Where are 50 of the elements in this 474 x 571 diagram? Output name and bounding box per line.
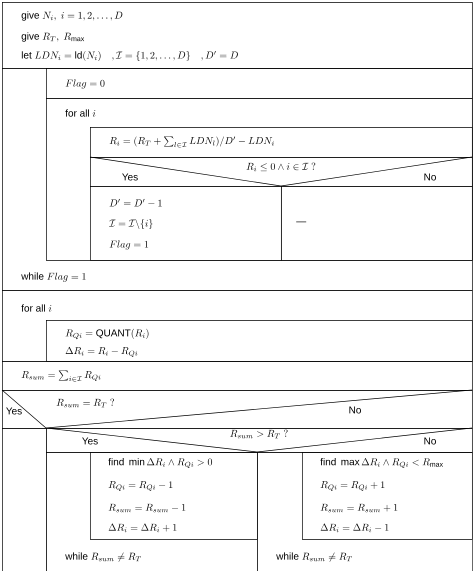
statement-box — [2, 2, 473, 69]
statement-text: $\text{give } R_T,\ R_{\max}$ — [22, 32, 84, 42]
statement-box — [46, 68, 473, 99]
statement-box — [90, 186, 282, 261]
statement-text: $\Delta R_i = \Delta R_i - 1$ — [320, 524, 388, 532]
statement-text: $Flag = 1$ — [110, 240, 148, 250]
statement-box — [90, 452, 258, 540]
loop-block — [2, 290, 473, 362]
statement-text: $R_{sum} = R_{sum} + 1$ — [320, 504, 398, 512]
loop-condition: $\text{while } Flag = 1$ — [21, 272, 86, 282]
loop-block — [2, 68, 473, 291]
statement-box — [90, 127, 473, 158]
branch-label: Yes — [82, 438, 98, 444]
statement-box — [302, 452, 473, 540]
statement-text: $Flag = 0$ — [66, 80, 105, 89]
statement-box — [46, 320, 473, 362]
branch-label: No — [424, 174, 436, 180]
loop-block — [257, 452, 473, 571]
loop-condition: $\text{while } R_{sum} \neq R_T$ — [276, 552, 352, 562]
statement-text: $\text{let } LDN_i = \mathrm{ld}(N_i)\quad , \mathcal{I} = \{1, 2, \ldots, D\}\quad , D' = D$ — [22, 50, 238, 62]
branch-label: No — [349, 406, 361, 414]
loop-block — [46, 98, 473, 261]
statement-text: $\Delta R_i = \Delta R_i + 1$ — [108, 524, 176, 532]
statement-text: $D' = D' - 1$ — [110, 198, 162, 206]
statement-text: $\Delta R_i = R_i - R_{Qi}$ — [66, 346, 138, 357]
condition-text: $R_{sum} > R_T\ ?$ — [230, 430, 288, 438]
branch-label: Yes — [6, 408, 22, 414]
statement-text: $R_{Qi} = \mathrm{QUANT}(R_i)$ — [66, 328, 148, 340]
loop-condition: $\text{for all } i$ — [65, 109, 96, 117]
statement-text: $R_{Qi} = R_{Qi} - 1$ — [108, 481, 172, 491]
loop-condition: $\text{while } R_{sum} \neq R_T$ — [65, 552, 141, 562]
statement-box — [280, 186, 473, 261]
condition-text: $R_{sum} = R_T\ ?$ — [56, 398, 114, 408]
decision-block — [46, 428, 473, 453]
statement-text: $R_{Qi} = R_{Qi} + 1$ — [320, 481, 384, 491]
statement-text: $R_i = (R_T + \sum_{l \in \mathcal{I}} LDN_l)/D' - LDN_i$ — [110, 136, 274, 148]
loop-condition: $\text{for all } i$ — [21, 304, 52, 312]
decision-block — [90, 156, 473, 187]
statement-box — [2, 361, 473, 391]
decision-block — [2, 390, 473, 429]
branch-label: Yes — [122, 174, 138, 180]
statement-text: $\text{give } N_i,\ i = 1, 2, \ldots, D$ — [22, 11, 122, 21]
statement-text: $\text{find } \max \Delta R_i \wedge R_{Qi} < R_{\max}$ — [320, 458, 443, 468]
branch-label: No — [424, 438, 436, 444]
statement-text: $\mathcal{I} = \mathcal{I} \backslash \{i\}$ — [108, 219, 153, 230]
statement-text: $R_{sum} = \sum_{i \in \mathcal{I}} R_{Qi}$ — [22, 370, 100, 382]
statement-text: $R_{sum} = R_{sum} - 1$ — [108, 504, 186, 512]
statement-text: $\text{find } \min \Delta R_i \wedge R_{Qi} > 0$ — [108, 458, 212, 468]
empty-box — [2, 428, 47, 571]
condition-text: $R_i \leq 0 \wedge i \in \mathcal{I}\ ?$ — [246, 162, 316, 172]
